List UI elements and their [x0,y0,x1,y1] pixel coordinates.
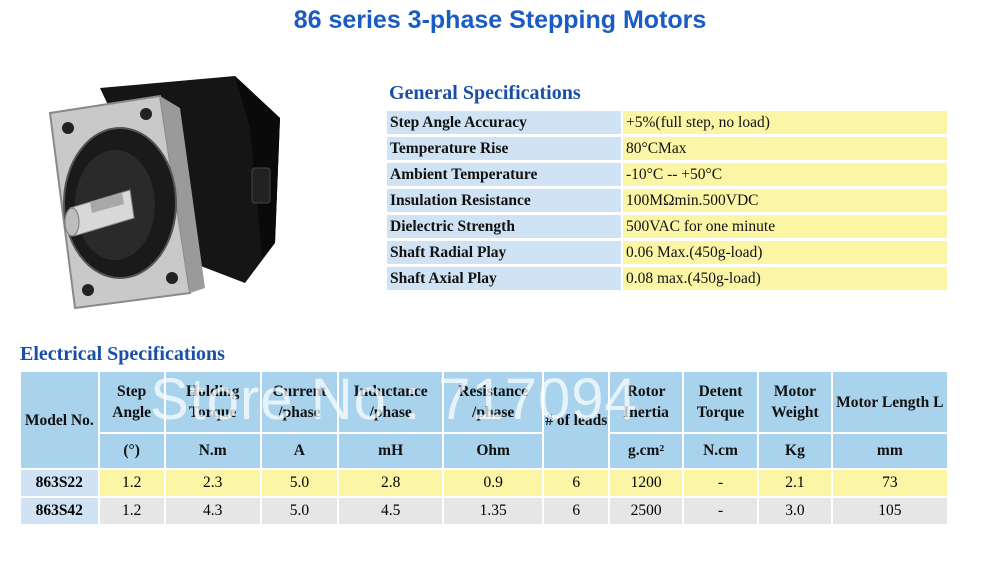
spec-value: 500VAC for one minute [623,215,947,238]
table-cell: - [683,498,758,524]
column-header: Rotor Inertia [610,372,682,432]
spec-value: 100MΩmin.500VDC [623,189,947,212]
stepper-motor-image [48,76,280,310]
column-header: Inductance /phase [339,372,443,432]
spec-label: Insulation Resistance [387,189,621,212]
general-specs-table: Step Angle Accuracy+5%(full step, no loa… [387,108,947,293]
table-cell: 2500 [610,498,682,524]
model-cell: 863S22 [21,470,98,496]
table-cell: 1.35 [444,498,543,524]
spec-value: -10°C -- +50°C [623,163,947,186]
table-cell: 6 [544,498,609,524]
table-cell: 4.3 [165,498,260,524]
column-header: Current /phase [261,372,338,432]
table-cell: 1.2 [99,498,164,524]
electrical-specs-table: Model No. Step Angle Holding Torque Curr… [19,370,949,526]
column-header: Step Angle [99,372,164,432]
table-cell: 4.5 [339,498,443,524]
spec-label: Ambient Temperature [387,163,621,186]
spec-label: Shaft Radial Play [387,241,621,264]
spec-label: Temperature Rise [387,137,621,160]
column-header-model: Model No. [21,372,98,468]
column-header: Resistance /phase [444,372,543,432]
column-unit: N.m [165,434,260,468]
column-unit: mm [832,434,947,468]
column-unit: Kg [759,434,831,468]
table-cell: 3.0 [759,498,831,524]
electrical-specs-heading: Electrical Specifications [20,343,225,365]
table-cell: 5.0 [261,498,338,524]
column-unit: A [261,434,338,468]
column-unit: Ohm [444,434,543,468]
column-header: # of leads [544,372,609,468]
table-cell: 2.8 [339,470,443,496]
table-cell: 2.1 [759,470,831,496]
table-cell: - [683,470,758,496]
general-specs-heading: General Specifications [389,82,581,104]
table-cell: 1200 [610,470,682,496]
spec-label: Step Angle Accuracy [387,111,621,134]
spec-value: 80°CMax [623,137,947,160]
column-header: Detent Torque [683,372,758,432]
spec-value: 0.08 max.(450g-load) [623,267,947,290]
column-header: Motor Length L [832,372,947,432]
spec-label: Dielectric Strength [387,215,621,238]
table-cell: 6 [544,470,609,496]
table-row: Ambient Temperature-10°C -- +50°C [387,163,947,186]
spec-value: 0.06 Max.(450g-load) [623,241,947,264]
column-header: Motor Weight [759,372,831,432]
column-unit: (°) [99,434,164,468]
table-cell: 5.0 [261,470,338,496]
spec-label: Shaft Axial Play [387,267,621,290]
column-header: Holding Torque [165,372,260,432]
table-cell: 73 [832,470,947,496]
table-row: Step Angle Accuracy+5%(full step, no loa… [387,111,947,134]
column-unit: mH [339,434,443,468]
table-cell: 0.9 [444,470,543,496]
table-row: 863S42 1.2 4.3 5.0 4.5 1.35 6 2500 - 3.0… [21,498,947,524]
table-cell: 1.2 [99,470,164,496]
column-unit: g.cm² [610,434,682,468]
spec-value: +5%(full step, no load) [623,111,947,134]
page-title: 86 series 3-phase Stepping Motors [293,6,707,34]
column-unit: N.cm [683,434,758,468]
model-cell: 863S42 [21,498,98,524]
table-cell: 105 [832,498,947,524]
table-cell: 2.3 [165,470,260,496]
table-row: 863S22 1.2 2.3 5.0 2.8 0.9 6 1200 - 2.1 … [21,470,947,496]
